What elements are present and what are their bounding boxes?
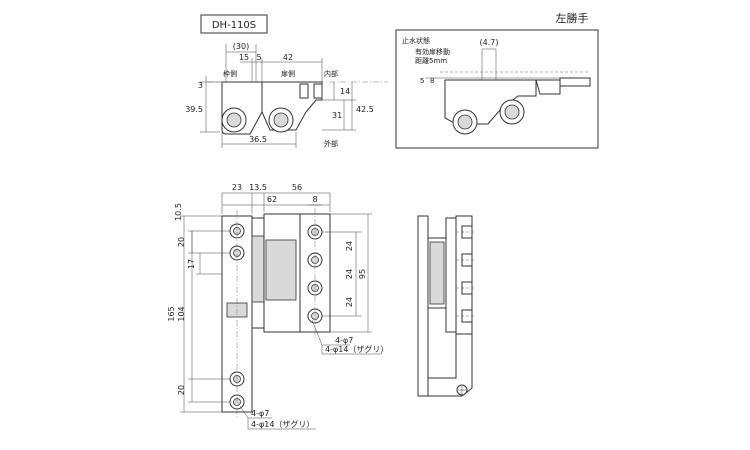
label-inside: 内部	[324, 69, 338, 78]
dim-4-7: (4.7)	[480, 38, 499, 47]
dim-24-c: 24	[345, 297, 354, 307]
dim-39-5: 39.5	[185, 105, 203, 114]
detail-note-line1: 有効扉移動	[415, 47, 450, 56]
dim-5: 5	[256, 53, 261, 62]
plan-view: (30) 15 5 42 枠側 扉側 内部 外部 3 39.5 14 31 42…	[185, 42, 388, 148]
dim-3: 3	[198, 81, 203, 90]
dim-24-a: 24	[345, 241, 354, 251]
label-frame-side: 枠側	[223, 69, 237, 78]
dim-10-5: 10.5	[174, 203, 183, 221]
dim-42-5: 42.5	[356, 105, 374, 114]
label-door-side: 扉側	[281, 69, 295, 78]
label-outside: 外部	[324, 139, 338, 148]
side-view	[417, 215, 476, 397]
dim-104: 104	[177, 306, 186, 321]
watertight-detail: 止水状態 有効扉移動 距離5mm (4.7) 5 8	[395, 29, 599, 149]
dim-20-bottom: 20	[177, 385, 186, 395]
dim-detail-5: 5	[420, 77, 424, 85]
dim-42: 42	[283, 53, 293, 62]
dim-20-top: 20	[177, 237, 186, 247]
dim-95: 95	[358, 269, 367, 279]
dim-165: 165	[167, 306, 176, 321]
model-label: DH-110S	[212, 20, 256, 31]
dim-8: 8	[312, 195, 317, 204]
dim-31: 31	[332, 111, 342, 120]
hole-note-left-1: 4-φ7	[251, 409, 269, 418]
hole-note-left-2: 4-φ14（ザグリ）	[251, 419, 314, 429]
hand-label: 左勝手	[556, 11, 589, 25]
hole-note-right-2: 4-φ14（ザグリ）	[325, 344, 388, 354]
dim-62: 62	[267, 195, 277, 204]
dim-17: 17	[187, 259, 196, 269]
dim-detail-8: 8	[430, 77, 434, 85]
model-label-box: DH-110S	[200, 14, 268, 34]
detail-title: 止水状態	[402, 36, 430, 45]
detail-note-line2: 距離5mm	[415, 56, 447, 65]
dim-23: 23	[232, 183, 242, 192]
hole-note-right-1: 4-φ7	[335, 336, 353, 345]
dim-24-b: 24	[345, 269, 354, 279]
dim-30: (30)	[233, 42, 249, 51]
dim-15: 15	[239, 53, 249, 62]
dim-56: 56	[292, 183, 302, 192]
dim-13-5: 13.5	[249, 183, 267, 192]
front-view: 23 13.5 56 62 8 10.5 20 17 165 104 20 24…	[167, 183, 388, 430]
dim-36-5: 36.5	[249, 135, 267, 144]
dim-14: 14	[340, 87, 350, 96]
